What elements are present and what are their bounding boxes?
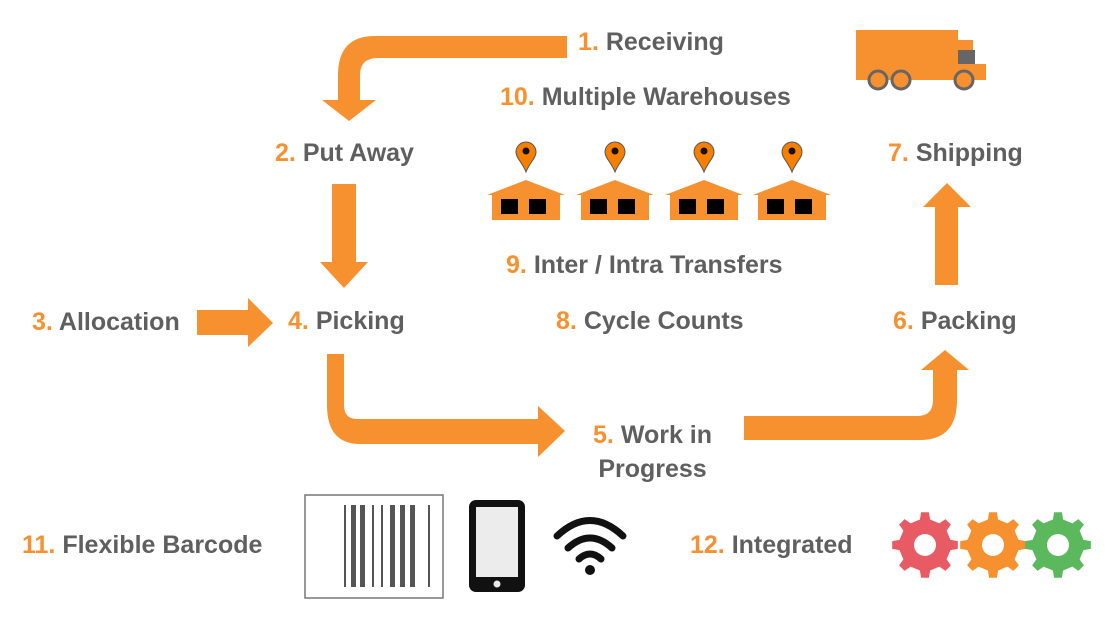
wifi-icon [553,517,627,575]
step-label: Shipping [915,139,1023,167]
smartphone-icon [469,500,525,592]
step-number: 2. [275,139,296,167]
step-label: Receiving [605,28,724,56]
step-number: 1. [578,28,599,56]
step-label: Packing [920,307,1017,335]
step-cycle-counts: 8. Cycle Counts [556,307,744,336]
step-packing: 6. Packing [893,307,1017,336]
step-flexible-barcode: 11. Flexible Barcode [22,531,262,560]
step-label: Cycle Counts [583,307,744,335]
warehouse-icon [487,141,565,220]
step-put-away: 2. Put Away [275,139,414,168]
arrow-wip-to-packing [744,350,969,440]
step-number: 11. [22,531,56,559]
step-label: Inter / Intra Transfers [533,251,783,279]
step-receiving: 1. Receiving [578,28,724,57]
gear-icon [960,512,1026,578]
step-allocation: 3. Allocation [32,308,180,337]
step-label: Integrated [731,531,853,559]
step-shipping: 7. Shipping [888,139,1023,168]
step-number: 9. [506,251,527,279]
arrow-receiving-to-putaway [322,36,567,121]
step-label: Picking [315,307,405,335]
arrow-allocation-to-picking [197,298,273,347]
warehouse-icon [665,141,743,220]
step-label: Put Away [302,139,414,167]
step-work-in-progress: 5. Work in Progress [593,418,712,486]
step-label-line2: Progress [598,455,707,483]
step-picking: 4. Picking [288,307,405,336]
step-number: 4. [288,307,309,335]
step-integrated: 12. Integrated [690,531,853,560]
step-number: 12. [690,531,725,559]
barcode-icon [304,494,444,599]
step-label: Work in [620,421,713,449]
gear-icon [892,512,958,578]
map-pin-icon [781,141,803,174]
map-pin-icon [515,141,537,174]
step-number: 8. [556,307,577,335]
step-label: Allocation [58,308,180,336]
warehouse-icon [753,141,831,220]
map-pin-icon [693,141,715,174]
step-transfers: 9. Inter / Intra Transfers [506,251,783,280]
step-number: 3. [32,308,53,336]
gear-icon [1025,512,1091,578]
step-label: Multiple Warehouses [541,83,791,111]
truck-icon [856,30,986,91]
arrow-putaway-to-picking [320,184,368,288]
step-number: 7. [888,139,909,167]
arrow-picking-to-wip [327,354,565,457]
map-pin-icon [604,141,626,174]
step-number: 6. [893,307,914,335]
step-number: 5. [593,421,614,449]
warehouse-icon [576,141,654,220]
arrow-packing-to-shipping [923,183,971,285]
step-label: Flexible Barcode [62,531,263,559]
step-number: 10. [500,83,535,111]
step-multiple-warehouses: 10. Multiple Warehouses [500,83,791,112]
